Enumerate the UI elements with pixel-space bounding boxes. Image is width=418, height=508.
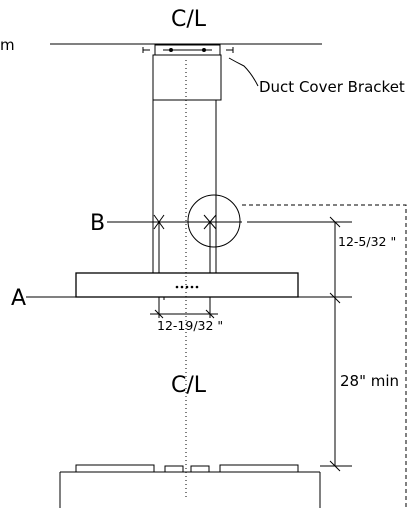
control-panel <box>175 285 199 289</box>
dim-12-5-32-label: 12-5/32 " <box>338 234 396 249</box>
chimney <box>152 99 221 273</box>
duct-cover-bracket <box>142 44 234 56</box>
dim-12-5-32 <box>247 216 352 304</box>
hood-canopy <box>75 272 299 298</box>
point-a-label: A <box>11 286 26 311</box>
detail-circle <box>187 194 241 248</box>
cooktop <box>59 464 321 508</box>
detail-dashed-leader <box>242 204 407 508</box>
upper-duct-cover <box>152 54 222 101</box>
dim-28-min <box>320 297 352 472</box>
point-b-label: B <box>90 211 105 236</box>
b-right-x-marker <box>203 214 217 230</box>
bracket-leader-line <box>228 57 259 87</box>
dim-12-19-32 <box>150 297 218 319</box>
centerline-label-top: C/L <box>171 7 207 32</box>
dim-28-min-label: 28" min <box>340 372 399 390</box>
duct-cover-bracket-label: Duct Cover Bracket <box>259 78 405 96</box>
ceiling-label-fragment: m <box>0 36 15 54</box>
b-left-x-marker <box>153 214 165 230</box>
dim-12-19-32-label: 12-19/32 " <box>157 318 223 333</box>
centerline-label-bottom: C/L <box>171 373 207 398</box>
